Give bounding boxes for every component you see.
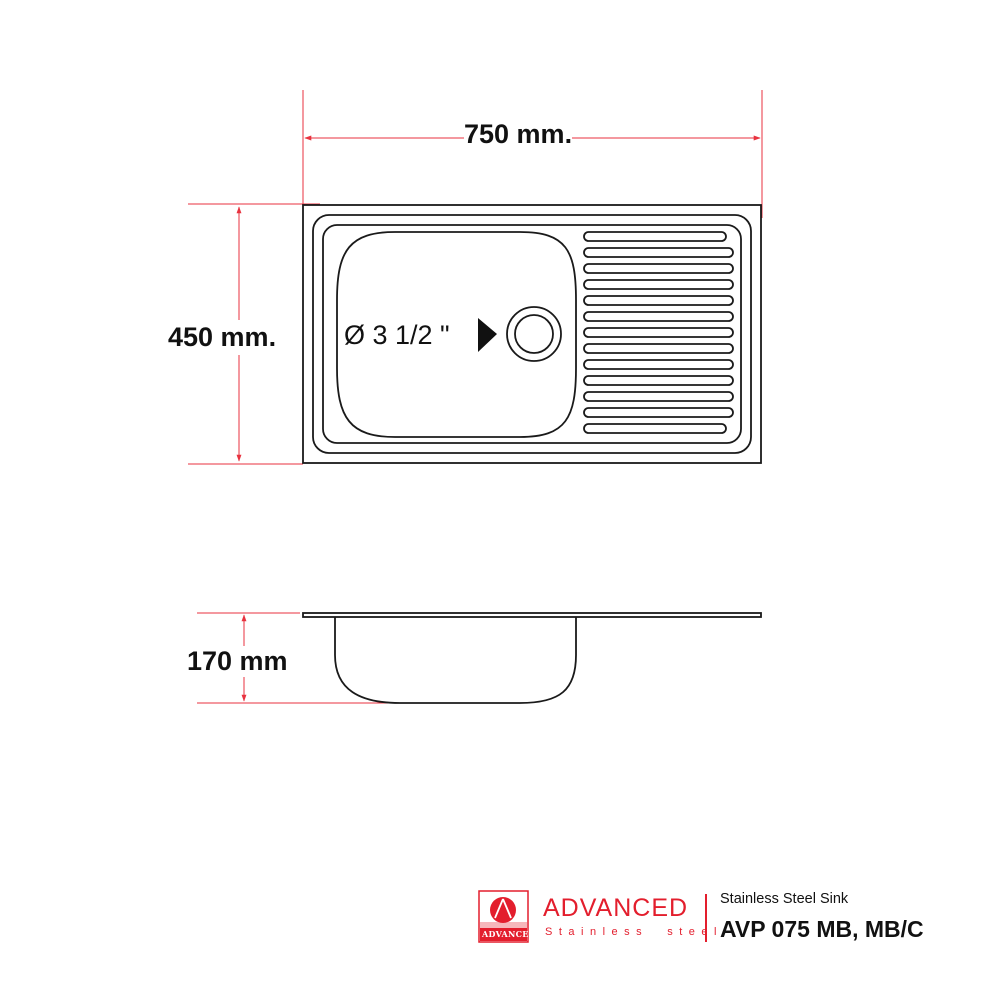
sink-rim-inner [322, 224, 742, 444]
advanced-logo-icon [478, 890, 529, 943]
groove [583, 231, 727, 242]
groove [583, 263, 734, 274]
groove [583, 343, 734, 354]
sink-bowl-profile [334, 617, 577, 704]
brand-name: ADVANCED [543, 894, 689, 922]
groove [583, 423, 727, 434]
sink-outer-edge [302, 204, 762, 464]
groove [583, 359, 734, 370]
groove [583, 327, 734, 338]
width-label: 750 mm. [464, 119, 573, 149]
brand-tagline: Stainless steel [545, 926, 723, 938]
groove [583, 391, 734, 402]
sink-rim-outer [312, 214, 752, 454]
height-label: 450 mm. [168, 320, 277, 355]
groove [583, 295, 734, 306]
triangle-right-icon [478, 318, 497, 352]
drain-diameter-label: Ø 3 1/2 " [344, 320, 450, 350]
drain-outer-ring [506, 306, 562, 362]
groove [583, 407, 734, 418]
logo-badge-text: ADVANCED [482, 929, 536, 939]
sink-top-view [302, 204, 762, 464]
product-model: AVP 075 MB, MB/C [720, 916, 924, 942]
drainboard-grooves [583, 231, 734, 434]
groove [583, 311, 734, 322]
groove [583, 279, 734, 290]
depth-label: 170 mm [187, 646, 288, 677]
drain-inner-ring [514, 314, 554, 354]
product-type: Stainless Steel Sink [720, 891, 849, 907]
width-dimension [302, 90, 763, 218]
groove [583, 375, 734, 386]
sink-bowl-outline [336, 231, 577, 438]
sink-top-plate [302, 612, 762, 618]
groove [583, 247, 734, 258]
sink-side-view [302, 612, 762, 704]
